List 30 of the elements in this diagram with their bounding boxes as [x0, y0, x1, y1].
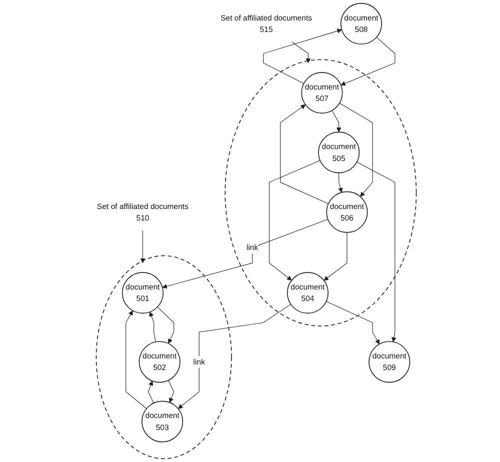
arrow [140, 230, 146, 264]
node-circle [122, 272, 164, 314]
arrow [292, 42, 311, 64]
arrow [149, 312, 156, 342]
arrow [338, 172, 343, 193]
arrow [356, 162, 396, 342]
node-circle [340, 2, 382, 45]
node-circle [138, 341, 180, 383]
node-circle [301, 72, 343, 114]
arrow [340, 36, 396, 86]
arrow [324, 232, 348, 281]
arrow [168, 380, 174, 403]
cluster [224, 59, 417, 326]
arrow [268, 160, 320, 281]
cluster [96, 255, 232, 460]
arrow [162, 219, 328, 289]
arrow [332, 110, 342, 132]
arrow [326, 301, 380, 344]
arrow [339, 102, 373, 197]
arrow [157, 306, 174, 344]
arrow [126, 310, 147, 409]
arrow [148, 380, 154, 404]
node-circle [326, 191, 368, 233]
node-circle [286, 272, 329, 314]
node-circle [142, 400, 184, 442]
arrow [263, 28, 342, 84]
node-circle [368, 341, 410, 383]
node-circle [318, 132, 360, 174]
arrow [280, 104, 329, 204]
arrow [178, 304, 292, 409]
